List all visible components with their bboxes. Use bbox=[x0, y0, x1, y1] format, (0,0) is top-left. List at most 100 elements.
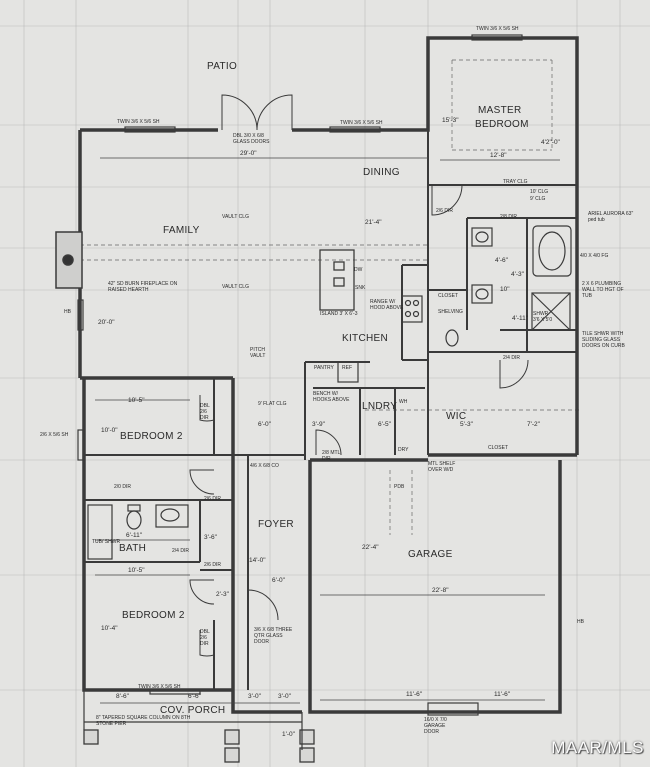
note-dir-20: 2/0 DIR bbox=[114, 484, 131, 490]
note-dir-28: 2/8 DIR bbox=[500, 214, 517, 220]
dim-mb-a: 4'-6" bbox=[495, 257, 508, 264]
closet-label-wic: CLOSET bbox=[488, 445, 509, 451]
dim-master-a: 4'2"-0" bbox=[541, 139, 560, 146]
dim-bath-width: 6'-11" bbox=[126, 532, 143, 539]
room-label-bedroom-2-upper: BEDROOM 2 bbox=[120, 431, 183, 442]
dim-foyer-c: 2'-3" bbox=[216, 591, 229, 598]
note-island: ISLAND 3' X 6'-3 bbox=[320, 311, 358, 317]
note-vault-clg-1: VAULT CLG bbox=[222, 214, 249, 220]
dry-label: DRY bbox=[398, 447, 409, 453]
dim-hall-c: 3'-6" bbox=[204, 534, 217, 541]
dim-mb-c: 10" bbox=[500, 286, 510, 293]
room-label-kitchen: KITCHEN bbox=[342, 333, 388, 344]
note-dir-24-bath: 2/4 DIR bbox=[172, 548, 189, 554]
exterior-walls bbox=[78, 36, 579, 714]
dim-foyer-depth: 14'-0" bbox=[249, 557, 266, 564]
master-bath-fixtures bbox=[445, 225, 572, 347]
note-shower: SHWR 3'6 X 5'0 bbox=[533, 311, 553, 323]
dim-garage-width: 22'-8" bbox=[432, 587, 449, 594]
dim-bed-lower-width: 10'-5" bbox=[128, 567, 145, 574]
note-co-46: 4/6 X 6/8 CO bbox=[250, 463, 279, 469]
dim-garage-depth: 22'-4" bbox=[362, 544, 379, 551]
dim-dining-depth: 21'-4" bbox=[365, 219, 382, 226]
dim-bed-upper-width: 10'-5" bbox=[128, 397, 145, 404]
dim-hall-a: 6'-0" bbox=[258, 421, 271, 428]
room-label-cov-porch: COV. PORCH bbox=[160, 705, 226, 716]
door-swings bbox=[189, 94, 529, 657]
dim-family-width: 29'-0" bbox=[240, 150, 257, 157]
note-flat-clg: 9' FLAT CLG bbox=[258, 401, 287, 407]
note-wall: 2 X 6 PLUMBING WALL TO HGT OF TUB bbox=[582, 281, 624, 299]
room-label-bedroom-2-lower: BEDROOM 2 bbox=[122, 610, 185, 621]
note-dbl-dir-upper: DBL 2/6 DIR bbox=[200, 403, 210, 421]
dim-wic-a: 5'-3" bbox=[460, 421, 473, 428]
note-porch-column: 8" TAPERED SQUARE COLUMN ON 8TH STONE PI… bbox=[96, 715, 191, 727]
note-pitch-vault: PITCH VAULT bbox=[250, 347, 266, 359]
dim-porch-a: 8'-6" bbox=[116, 693, 129, 700]
room-label-bath: BATH bbox=[119, 543, 147, 554]
room-label-master-bedroom-1: MASTER bbox=[478, 105, 522, 116]
room-label-garage: GARAGE bbox=[408, 549, 453, 560]
note-vault-clg-2: VAULT CLG bbox=[222, 284, 249, 290]
pdb-label: PDB bbox=[394, 484, 405, 490]
room-label-master-bedroom-2: BEDROOM bbox=[475, 119, 529, 130]
fireplace bbox=[55, 231, 83, 289]
dim-garage-half-2: 11'-6" bbox=[494, 691, 511, 698]
porch-columns bbox=[83, 729, 315, 763]
dim-hall-b: 3'-9" bbox=[312, 421, 325, 428]
dim-porch-d: 3'-0" bbox=[278, 693, 291, 700]
note-window-fg: 4/0 X 4/0 FG bbox=[580, 253, 609, 259]
note-clg-b: 9' CLG bbox=[530, 196, 546, 202]
hall-bath-fixtures bbox=[87, 504, 189, 560]
note-patio-window-right: TWIN 3/6 X 5/6 SH bbox=[340, 120, 383, 126]
dim-foyer-b: 6'-0" bbox=[272, 577, 285, 584]
mls-watermark: MAAR/MLS bbox=[551, 738, 644, 757]
dim-bed-lower-depth: 10'-4" bbox=[101, 625, 118, 632]
room-label-patio: PATIO bbox=[207, 61, 238, 72]
dim-garage-half-1: 11'-6" bbox=[406, 691, 423, 698]
room-label-family: FAMILY bbox=[163, 225, 200, 236]
note-dir-28-mtl: 2/8 MTL DIR bbox=[322, 450, 341, 462]
dim-master-depth: 15'-3" bbox=[442, 117, 459, 124]
note-mtl-shelf: MTL SHELF OVER W/D bbox=[428, 461, 456, 473]
note-dbl-dir-lower: DBL 2/6 DIR bbox=[200, 629, 210, 647]
note-dir-26-bed: 2/6 DIR bbox=[204, 562, 221, 568]
dim-family-depth: 20'-0" bbox=[98, 319, 115, 326]
note-garage-door: 16/0 X 7/0 GARAGE DOOR bbox=[424, 717, 447, 735]
dim-porch-b: 6'-6" bbox=[188, 693, 201, 700]
dim-mb-d: 4'-11" bbox=[512, 315, 529, 322]
room-label-laundry: LNDRY bbox=[362, 401, 398, 412]
hb-label-2: HB bbox=[577, 619, 584, 625]
note-porch-window: TWIN 3/6 X 5/6 SH bbox=[138, 684, 181, 690]
note-tile-shower: TILE SHWR WITH SLIDING GLASS DOORS ON CU… bbox=[582, 331, 625, 349]
note-dir-24-master: 2/4 DIR bbox=[503, 355, 520, 361]
note-entry-door: 3/6 X 6/8 THREE QTR GLASS DOOR bbox=[254, 627, 293, 645]
note-dir-26-hall: 2/6 DIR bbox=[204, 496, 221, 502]
shelving-label: SHELVING bbox=[438, 309, 463, 315]
sink-label: SNK bbox=[355, 285, 366, 291]
pantry-label: PANTRY bbox=[314, 365, 334, 371]
tub-shower-label: TUB/ SHWR bbox=[92, 539, 121, 545]
dim-bed-upper-depth: 10'-0" bbox=[101, 427, 118, 434]
dim-hall-e: 6'-5" bbox=[378, 421, 391, 428]
room-label-wic: WIC bbox=[446, 411, 467, 422]
dim-porch-c: 3'-0" bbox=[248, 693, 261, 700]
dim-mb-b: 4'-3" bbox=[511, 271, 524, 278]
note-patio-window-left: TWIN 3/6 X 5/6 SH bbox=[117, 119, 160, 125]
dim-porch-e: 1'-0" bbox=[282, 731, 295, 738]
note-glass-doors: DBL 3/0 X 6/8 GLASS DOORS bbox=[233, 133, 270, 145]
note-clg-a: 10' CLG bbox=[530, 189, 549, 195]
note-tub: ARIEL AURORA 63" ped tub bbox=[588, 211, 634, 223]
note-side-window: 2/6 X 5/6 SH bbox=[40, 432, 69, 438]
dim-master-width: 12'-8" bbox=[490, 152, 507, 159]
kitchen-island bbox=[319, 249, 355, 311]
ref-label: REF bbox=[342, 365, 352, 371]
note-fireplace: 42" SD BURN FIREPLACE ON RAISED HEARTH bbox=[108, 281, 178, 293]
note-dir-26-master: 2/6 DIR bbox=[436, 208, 453, 214]
hb-label-1: HB bbox=[64, 309, 71, 315]
wh-label: WH bbox=[399, 399, 408, 405]
note-master-window-top: TWIN 3/6 X 5/6 SH bbox=[476, 26, 519, 32]
note-tray-clg: TRAY CLG bbox=[503, 179, 528, 185]
note-bench: BENCH W/ HOOKS ABOVE bbox=[313, 391, 350, 403]
